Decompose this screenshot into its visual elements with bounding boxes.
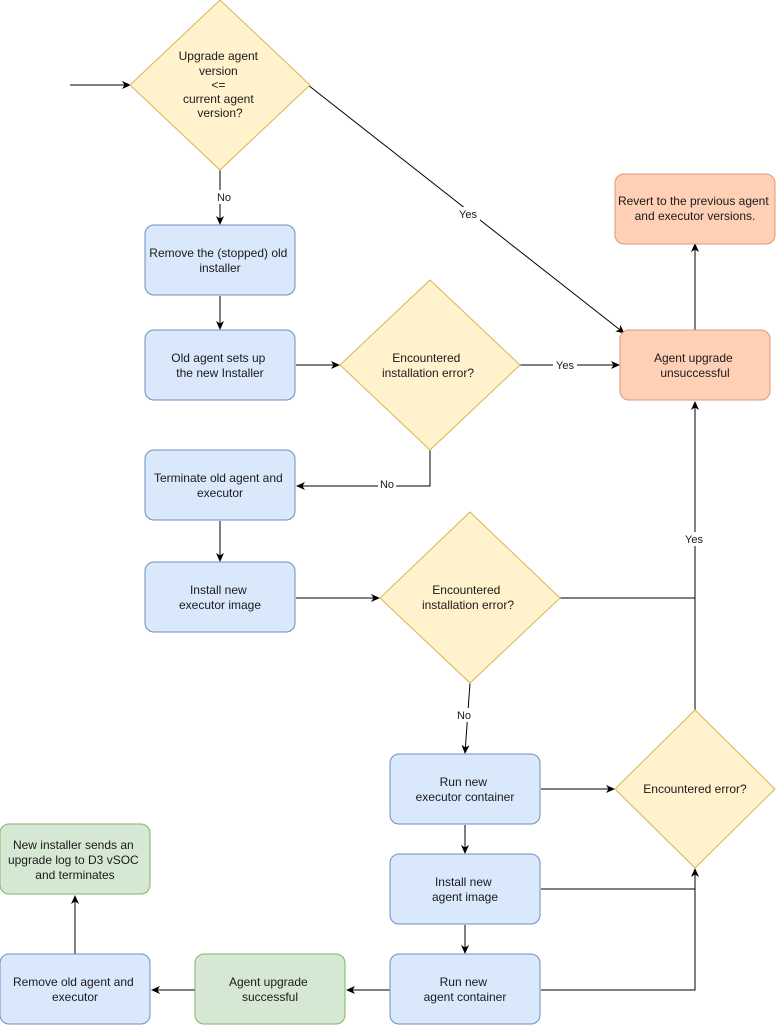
step-remove-old-agent: Remove old agent and executor xyxy=(0,953,151,1025)
node-line: agent image xyxy=(432,890,498,904)
node-line: installation error? xyxy=(422,598,514,612)
edge-label-d1-no: No xyxy=(214,190,232,204)
svg-text:Yes: Yes xyxy=(556,360,574,372)
step-run-executor: Run new executor container xyxy=(389,753,541,825)
node-line: <= xyxy=(211,78,225,92)
svg-text:Install new executor ima: Install new executor image xyxy=(179,583,261,612)
svg-text:Install new agent image: Install new agent image xyxy=(432,875,498,904)
edge-label-d2-no: No xyxy=(378,477,396,491)
node-line: executor xyxy=(197,486,243,500)
edge-d2-no xyxy=(296,450,431,490)
edges xyxy=(70,81,699,994)
edge-run-agent-to-d4 xyxy=(541,868,699,991)
svg-text:Encountered installation: Encountered installation error? xyxy=(422,583,514,612)
node-line: Run new xyxy=(440,775,488,789)
edge-label-d3-no: No xyxy=(455,708,473,722)
svg-text:Yes: Yes xyxy=(459,209,477,221)
svg-text:Encountered error?: Encountered error? xyxy=(643,782,747,796)
edge-label-d4-yes: Yes xyxy=(682,532,706,546)
edge-labels: No Yes Yes No No Yes xyxy=(214,190,706,722)
svg-text:No: No xyxy=(457,710,471,722)
node-line: Agent upgrade xyxy=(654,351,733,365)
node-line: Upgrade agent xyxy=(179,49,259,63)
node-line: executor container xyxy=(416,790,515,804)
svg-text:Remove the (stopped) old: Remove the (stopped) old installer xyxy=(149,246,290,275)
svg-text:Agent upgrade successful: Agent upgrade successful xyxy=(229,975,311,1004)
node-line: and executor versions. xyxy=(635,209,756,223)
decision-encountered-error: Encountered error? xyxy=(614,709,776,869)
node-line: Install new xyxy=(435,875,492,889)
svg-text:Revert to the previous agent: Revert to the previous agent and executo… xyxy=(618,194,772,223)
node-line: Remove the (stopped) old xyxy=(149,246,287,260)
node-line: Encountered error? xyxy=(643,782,747,796)
node-line: executor xyxy=(52,990,98,1004)
decision-install-error-2: Encountered installation error? xyxy=(379,511,561,684)
node-line: unsuccessful xyxy=(660,366,729,380)
svg-text:Terminate old agent and: Terminate old agent and executor xyxy=(154,471,286,500)
svg-text:Remove old agent and exe: Remove old agent and executor xyxy=(13,975,137,1004)
decision-install-error-1: Encountered installation error? xyxy=(339,279,521,451)
step-run-agent: Run new agent container xyxy=(389,953,541,1025)
node-line: executor image xyxy=(179,598,261,612)
svg-text:Run new agent container: Run new agent container xyxy=(424,975,507,1004)
node-line: version? xyxy=(197,106,243,120)
node-line: Run new xyxy=(440,975,488,989)
step-old-agent-setup: Old agent sets up the new Installer xyxy=(144,329,296,401)
node-line: and terminates xyxy=(35,868,114,882)
node-line: the new Installer xyxy=(176,366,263,380)
node-line: Remove old agent and xyxy=(13,975,134,989)
svg-text:Encountered installation: Encountered installation error? xyxy=(382,351,474,380)
node-line: Revert to the previous agent xyxy=(618,194,769,208)
node-line: Terminate old agent and xyxy=(154,471,283,485)
node-line: Encountered xyxy=(432,583,500,597)
node-line: upgrade log to D3 vSOC xyxy=(8,853,139,867)
node-line: installer xyxy=(199,261,240,275)
node-line: Old agent sets up xyxy=(171,351,265,365)
node-line: successful xyxy=(242,990,298,1004)
edge-label-d2-yes: Yes xyxy=(553,358,577,372)
node-line: version xyxy=(199,64,238,78)
step-upgrade-successful: Agent upgrade successful xyxy=(194,953,346,1025)
step-install-executor: Install new executor image xyxy=(144,561,296,633)
svg-text:New installer sends an u: New installer sends an upgrade log to D3… xyxy=(8,838,142,882)
step-terminate-old: Terminate old agent and executor xyxy=(144,449,296,521)
svg-text:Old agent sets up the ne: Old agent sets up the new Installer xyxy=(171,351,268,380)
step-send-log: New installer sends an upgrade log to D3… xyxy=(0,823,151,895)
step-remove-installer: Remove the (stopped) old installer xyxy=(144,224,296,296)
svg-text:Agent upgrade unsuccessf: Agent upgrade unsuccessful xyxy=(654,351,736,380)
edge-label-d1-yes: Yes xyxy=(456,207,480,221)
node-line: current agent xyxy=(183,92,254,106)
node-line: New installer sends an xyxy=(13,838,134,852)
step-install-agent: Install new agent image xyxy=(389,853,541,925)
node-line: Agent upgrade xyxy=(229,975,308,989)
svg-text:No: No xyxy=(217,192,231,204)
node-line: Encountered xyxy=(392,351,460,365)
step-upgrade-unsuccessful: Agent upgrade unsuccessful xyxy=(619,329,771,401)
svg-text:Upgrade agent version: Upgrade agent version <= current agent v… xyxy=(179,49,262,120)
step-revert-versions: Revert to the previous agent and executo… xyxy=(614,173,776,245)
svg-text:Yes: Yes xyxy=(685,534,703,546)
node-line: Install new xyxy=(190,583,247,597)
node-line: installation error? xyxy=(382,366,474,380)
decision-version-check: Upgrade agent version <= current agent v… xyxy=(129,0,311,171)
svg-text:No: No xyxy=(380,479,394,491)
svg-text:Run new executor contain: Run new executor container xyxy=(416,775,515,804)
node-line: agent container xyxy=(424,990,507,1004)
